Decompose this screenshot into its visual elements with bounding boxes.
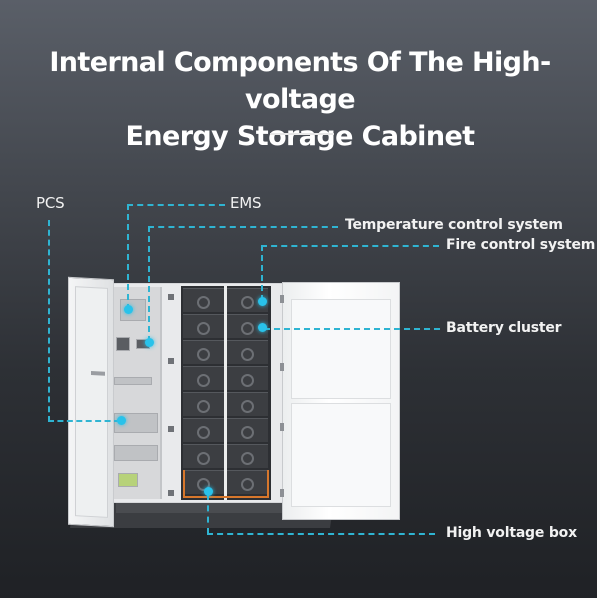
bay-divider (224, 286, 227, 500)
ems-unit (120, 299, 146, 321)
battery-module (183, 444, 224, 468)
page-title: Internal Components Of The High-voltage … (0, 44, 600, 155)
label-temperature-control: Temperature control system (345, 217, 563, 233)
ems-leader-horizontal (127, 204, 225, 206)
battery-module (183, 314, 224, 338)
battery-module (183, 340, 224, 364)
electrical-bay (112, 287, 162, 499)
fire-leader-vertical (261, 245, 263, 301)
hinge (280, 489, 284, 497)
battery-module (227, 366, 268, 390)
post-bolt (168, 358, 174, 364)
battery-module (183, 470, 224, 494)
battery-module (227, 444, 268, 468)
right-door (280, 282, 400, 520)
post-bolt (168, 490, 174, 496)
ems-marker-dot (124, 305, 133, 314)
left-door-panel (75, 286, 108, 518)
post-bolt (168, 426, 174, 432)
hinge (280, 295, 284, 303)
high-voltage-box-frame (183, 470, 269, 498)
hv-box-leader-vertical (207, 494, 209, 534)
battery-module (227, 392, 268, 416)
title-underline (270, 133, 334, 135)
hv-box-leader-horizontal (207, 533, 435, 535)
door-handle (91, 371, 105, 376)
temperature-leader-vertical (148, 226, 150, 342)
temperature-leader-horizontal (148, 226, 338, 228)
battery-leader-horizontal (264, 328, 440, 330)
terminal-block (118, 473, 138, 487)
temperature-marker-dot (145, 338, 154, 347)
hinge (280, 363, 284, 371)
display-panel (116, 337, 130, 351)
battery-module (183, 392, 224, 416)
fire-leader-horizontal (261, 245, 439, 247)
battery-marker-dot (258, 323, 267, 332)
post-bolt (168, 294, 174, 300)
battery-module (227, 340, 268, 364)
cabinet-plinth (116, 503, 288, 513)
title-line-2: Energy Storage Cabinet (125, 121, 476, 152)
pcs-marker-dot (117, 416, 126, 425)
label-high-voltage-box: High voltage box (446, 525, 577, 541)
label-battery-cluster: Battery cluster (446, 320, 562, 336)
hinge (280, 423, 284, 431)
battery-module (183, 418, 224, 442)
pcs-leader-vertical (48, 220, 50, 422)
fire-marker-dot (258, 297, 267, 306)
pcs-leader-horizontal (48, 420, 120, 422)
battery-module (227, 470, 268, 494)
battery-module (227, 418, 268, 442)
breaker-rail (114, 377, 152, 385)
left-door (68, 276, 114, 528)
label-pcs: PCS (36, 194, 65, 212)
hv-box-marker-dot (204, 487, 213, 496)
battery-module (183, 288, 224, 312)
title-line-1: Internal Components Of The High-voltage (49, 47, 551, 115)
label-ems: EMS (230, 194, 262, 212)
switch-unit (114, 445, 158, 461)
right-door-panel-top (291, 299, 391, 399)
label-fire-control: Fire control system (446, 237, 596, 253)
battery-module (183, 366, 224, 390)
ems-leader-vertical (127, 204, 129, 310)
right-door-panel-bottom (291, 403, 391, 507)
